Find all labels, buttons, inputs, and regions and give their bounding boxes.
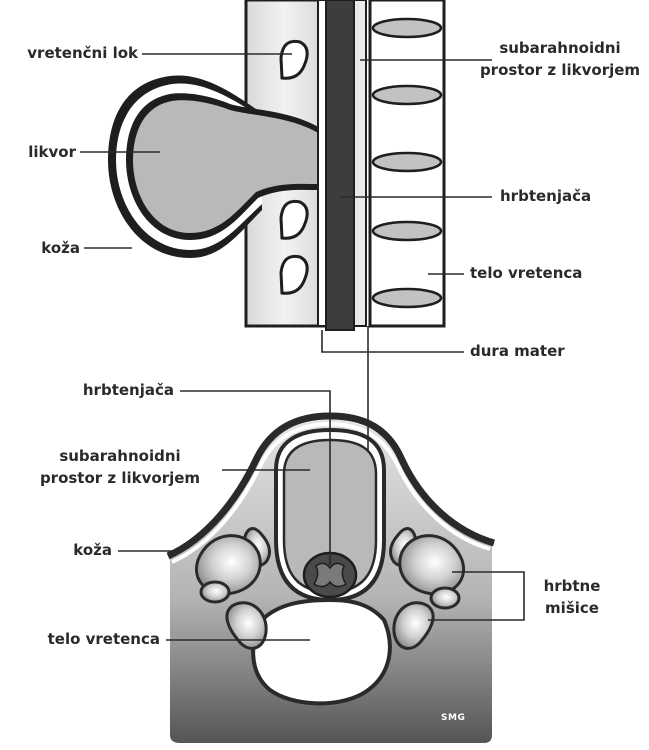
spinal-cord [326, 0, 354, 330]
label-dura-mater: dura mater [470, 341, 565, 361]
label-subarahnoidni-bottom-2: prostor z likvorjem [20, 468, 220, 488]
label-hrbtne-2: mišice [532, 598, 612, 618]
label-koza-bottom: koža [0, 540, 112, 560]
vertebral-body [253, 600, 390, 703]
label-likvor: likvor [0, 142, 76, 162]
label-vretencni-lok: vretenčni lok [0, 43, 138, 63]
label-koza-top: koža [0, 238, 80, 258]
dura-strip [318, 0, 326, 326]
muscle-left-small [201, 582, 229, 602]
disc-5 [373, 289, 441, 307]
label-telo-vretenca-top: telo vretenca [470, 263, 582, 283]
subarachnoid-space [354, 0, 366, 326]
disc-2 [373, 86, 441, 104]
disc-1 [373, 19, 441, 37]
leader-dura-mater [322, 330, 464, 352]
label-telo-vretenca-bottom: telo vretenca [0, 629, 160, 649]
label-subarahnoidni-top-2: prostor z likvorjem [470, 60, 649, 80]
label-subarahnoidni-top-1: subarahnoidni [470, 38, 649, 58]
disc-3 [373, 153, 441, 171]
disc-4 [373, 222, 441, 240]
label-hrbtenjaca-bottom: hrbtenjača [0, 380, 174, 400]
artist-signature: SMG [441, 713, 465, 723]
label-hrbtne-1: hrbtne [532, 576, 612, 596]
sagittal-view [108, 0, 444, 330]
muscle-right-small [431, 588, 459, 608]
label-subarahnoidni-bottom-1: subarahnoidni [20, 446, 220, 466]
grey-matter [314, 563, 346, 586]
label-hrbtenjaca-top: hrbtenjača [500, 186, 591, 206]
